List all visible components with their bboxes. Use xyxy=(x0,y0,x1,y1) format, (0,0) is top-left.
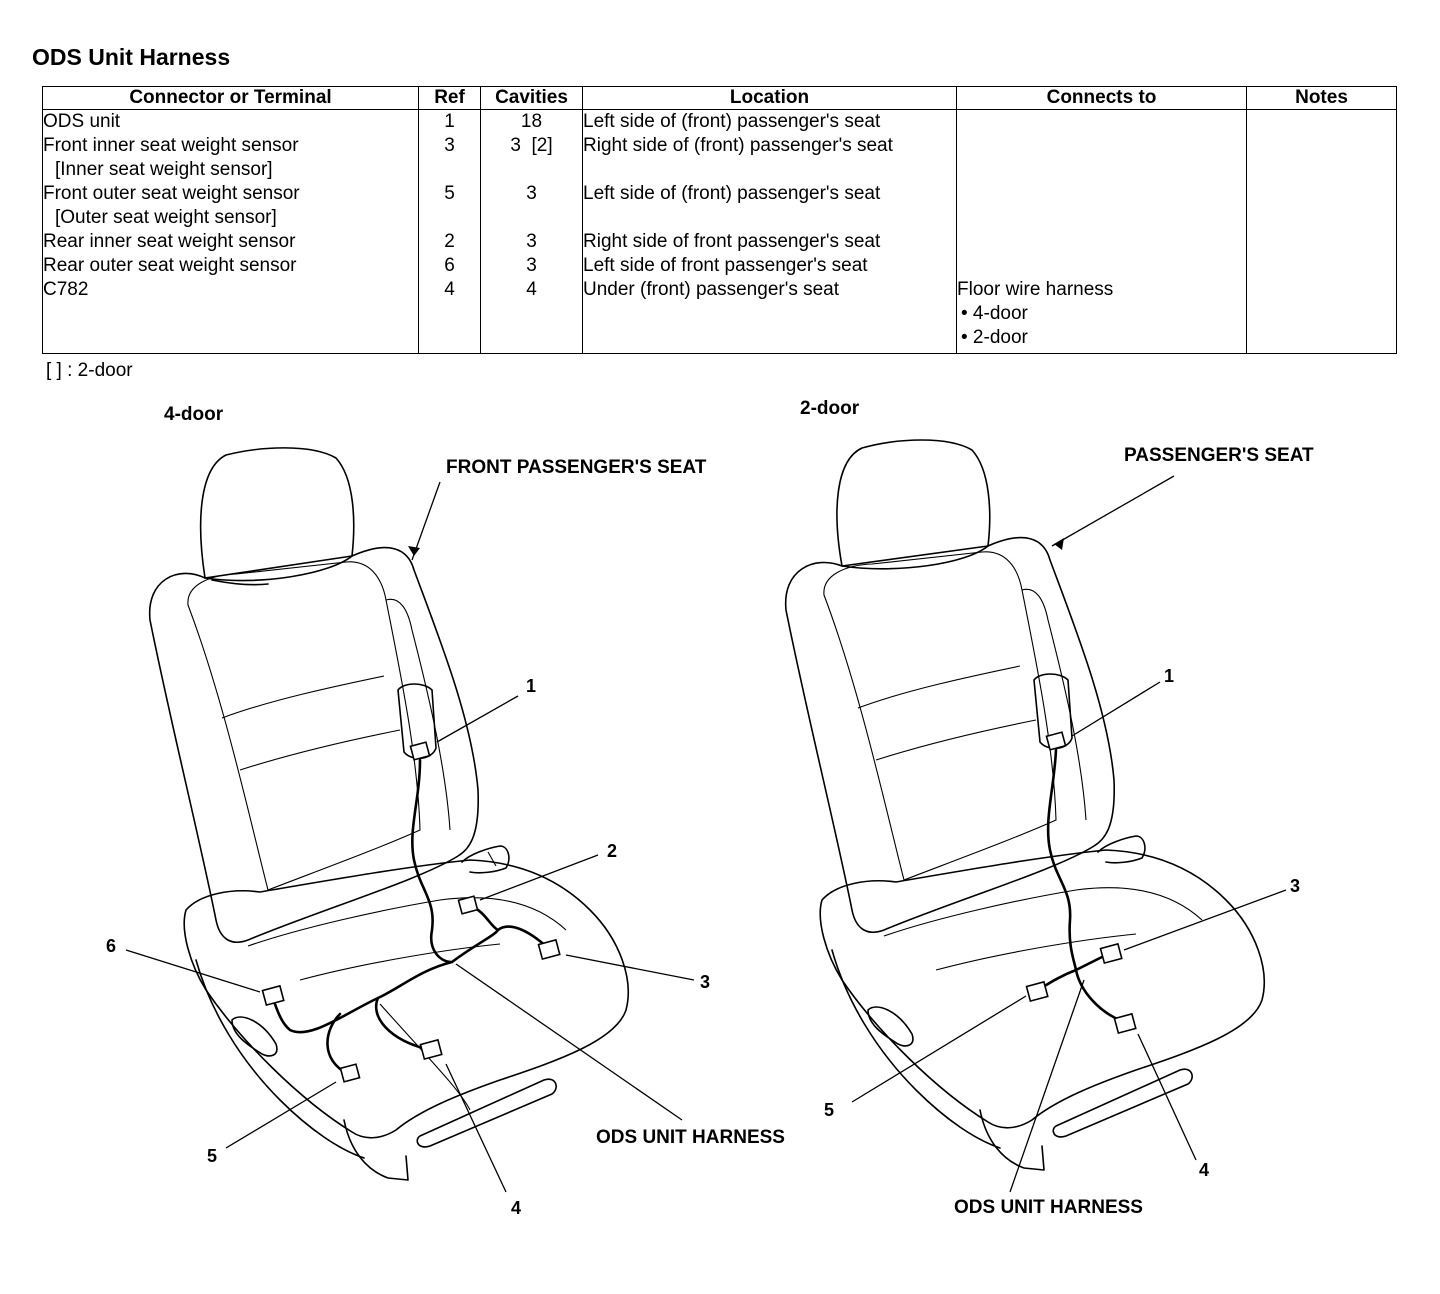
connector-4-2door xyxy=(1113,1012,1137,1035)
right-diagram: 2-door PASSENGER'S SEAT ODS UNIT HARNESS xyxy=(784,398,1314,1218)
location-cell xyxy=(583,158,956,182)
callout-4-2door: 4 xyxy=(1199,1160,1209,1180)
cavities-cell: 3 xyxy=(526,231,537,252)
connector-4 xyxy=(419,1038,443,1061)
callout-4: 4 xyxy=(511,1198,521,1218)
connects-cell xyxy=(957,254,1246,278)
location-cell: Left side of (front) passenger's seat xyxy=(583,183,881,204)
connector-cell: Rear inner seat weight sensor xyxy=(43,231,296,252)
connects-cell xyxy=(957,134,1246,158)
header-connects-to: Connects to xyxy=(956,86,1247,110)
connector-cell: ODS unit xyxy=(43,111,121,132)
ref-cell xyxy=(419,158,480,182)
ref-cell xyxy=(419,206,480,230)
ref-cell: 6 xyxy=(444,255,455,276)
ref-cell: 4 xyxy=(444,279,455,300)
header-ref: Ref xyxy=(418,86,481,110)
connector-cell: Front outer seat weight sensor xyxy=(43,183,300,204)
header-location: Location xyxy=(582,86,957,110)
connects-cell: • 2-door xyxy=(961,327,1028,348)
ref-cell: 2 xyxy=(444,231,455,252)
left-diagram: 4-door FRONT PASSENGER'S SEAT ODS UNIT H… xyxy=(106,404,785,1218)
seat-diagrams: 4-door FRONT PASSENGER'S SEAT ODS UNIT H… xyxy=(106,398,1314,1218)
connector-cell: Rear outer seat weight sensor xyxy=(43,255,297,276)
connects-cell xyxy=(957,230,1246,254)
location-cell: Left side of front passenger's seat xyxy=(583,255,868,276)
cavities-column: 18 3 [2] 3 3 3 4 xyxy=(480,109,583,354)
connector-cell: C782 xyxy=(43,279,89,300)
connector-3 xyxy=(537,938,561,961)
seat-drawing-4door xyxy=(148,447,630,1181)
cavities-cell xyxy=(481,158,582,182)
connector-cell: [Outer seat weight sensor] xyxy=(55,207,277,228)
callout-5: 5 xyxy=(207,1146,217,1166)
page-title: ODS Unit Harness xyxy=(32,44,231,70)
harness-wire-2door xyxy=(1036,748,1126,1024)
left-leader-lines xyxy=(125,481,695,1193)
connector-3-2door xyxy=(1099,942,1123,965)
location-cell xyxy=(583,206,956,230)
cavities-cell xyxy=(481,206,582,230)
connector-6 xyxy=(261,984,285,1007)
connects-cell: • 4-door xyxy=(961,303,1028,324)
ods-unit-module-2door xyxy=(1033,673,1073,750)
legend-note: [ ] : 2-door xyxy=(46,360,133,381)
right-heading: 2-door xyxy=(800,398,860,419)
callout-5-2door: 5 xyxy=(824,1100,834,1120)
connector-1 xyxy=(409,741,431,761)
connector-column: ODS unit Front inner seat weight sensor … xyxy=(42,109,419,354)
connects-to-column: Floor wire harness • 4-door • 2-door xyxy=(956,109,1247,354)
callout-1-2door: 1 xyxy=(1164,666,1174,686)
connector-1-2door xyxy=(1045,731,1067,751)
cavities-cell: 18 xyxy=(520,111,543,132)
connects-cell xyxy=(957,110,1246,134)
harness-wire-4door xyxy=(270,758,550,1076)
connects-cell: Floor wire harness xyxy=(957,279,1114,300)
harness-table: Connector or Terminal Ref Cavities Locat… xyxy=(42,86,1397,354)
header-cavities: Cavities xyxy=(480,86,583,110)
left-harness-label: ODS UNIT HARNESS xyxy=(596,1127,785,1148)
connects-cell xyxy=(957,206,1246,230)
ods-unit-module xyxy=(397,683,437,760)
connects-cell xyxy=(957,182,1246,206)
cavities-cell: 3 [2] xyxy=(510,135,553,156)
left-heading: 4-door xyxy=(164,404,224,425)
callout-1: 1 xyxy=(526,676,536,696)
notes-column xyxy=(1246,109,1397,354)
location-cell: Right side of (front) passenger's seat xyxy=(583,135,893,156)
location-cell: Right side of front passenger's seat xyxy=(583,231,881,252)
connects-cell xyxy=(957,158,1246,182)
right-seat-label: PASSENGER'S SEAT xyxy=(1124,445,1314,466)
connector-cell: [Inner seat weight sensor] xyxy=(55,159,273,180)
connector-2 xyxy=(457,895,479,915)
callout-3: 3 xyxy=(700,972,710,992)
header-connector: Connector or Terminal xyxy=(42,86,419,110)
location-column: Left side of (front) passenger's seat Ri… xyxy=(582,109,957,354)
ref-column: 1 3 5 2 6 4 xyxy=(418,109,481,354)
ref-cell: 5 xyxy=(444,183,455,204)
seat-drawing-2door xyxy=(784,439,1266,1171)
right-leader-lines xyxy=(851,475,1287,1193)
table-body-row: ODS unit Front inner seat weight sensor … xyxy=(42,109,1397,354)
ref-cell: 3 xyxy=(444,135,455,156)
callout-2: 2 xyxy=(607,841,617,861)
cavities-cell: 3 xyxy=(526,183,537,204)
callout-6: 6 xyxy=(106,936,116,956)
callout-3-2door: 3 xyxy=(1290,876,1300,896)
location-cell: Left side of (front) passenger's seat xyxy=(583,111,881,132)
connector-5 xyxy=(339,1063,361,1083)
right-harness-label: ODS UNIT HARNESS xyxy=(954,1197,1143,1218)
table-header-row: Connector or Terminal Ref Cavities Locat… xyxy=(42,86,1397,110)
left-seat-label: FRONT PASSENGER'S SEAT xyxy=(446,457,707,478)
cavities-cell: 3 xyxy=(526,255,537,276)
header-notes: Notes xyxy=(1246,86,1397,110)
connector-cell: Front inner seat weight sensor xyxy=(43,135,299,156)
ref-cell: 1 xyxy=(444,111,455,132)
connector-5-2door xyxy=(1025,980,1049,1003)
location-cell: Under (front) passenger's seat xyxy=(583,279,840,300)
cavities-cell: 4 xyxy=(526,279,537,300)
